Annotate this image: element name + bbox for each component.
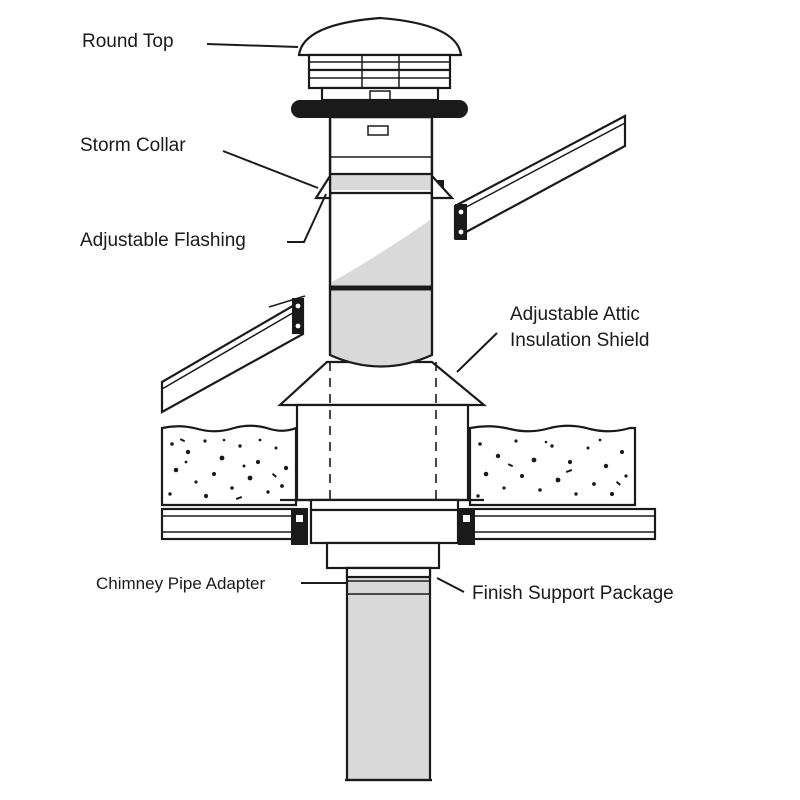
label-attic-shield-line2: Insulation Shield	[510, 330, 649, 351]
leader-storm-collar	[222, 150, 319, 189]
leader-round-top	[206, 43, 299, 48]
upper-pipe	[328, 115, 434, 368]
round-top-cap	[291, 16, 468, 118]
left-rafter-bracket	[292, 298, 304, 334]
label-finish-support-package: Finish Support Package	[472, 583, 674, 604]
roof-right	[453, 114, 627, 240]
label-attic-shield-line1: Adjustable Attic	[510, 304, 640, 325]
leader-finish-support-package	[436, 577, 465, 593]
insulation-left	[160, 424, 298, 507]
right-rafter-bracket	[455, 204, 467, 240]
label-chimney-pipe-adapter: Chimney Pipe Adapter	[96, 574, 265, 593]
support-bracket-left	[291, 508, 308, 545]
label-storm-collar: Storm Collar	[80, 135, 186, 156]
support-bracket-right	[458, 508, 475, 545]
finish-support-package	[309, 498, 460, 570]
label-adjustable-flashing: Adjustable Flashing	[80, 230, 246, 251]
chimney-pipe	[345, 566, 432, 782]
insulation-right	[468, 424, 637, 507]
leader-attic-shield	[456, 332, 498, 373]
leader-adjustable-flashing	[287, 193, 327, 243]
ceiling-joists	[160, 507, 657, 545]
storm-collar	[313, 172, 455, 200]
chimney-pipe-adapter	[345, 566, 432, 579]
label-round-top: Round Top	[82, 31, 174, 52]
attic-insulation-shield	[277, 360, 488, 502]
roof-left	[160, 298, 305, 414]
leader-lines	[206, 43, 498, 593]
